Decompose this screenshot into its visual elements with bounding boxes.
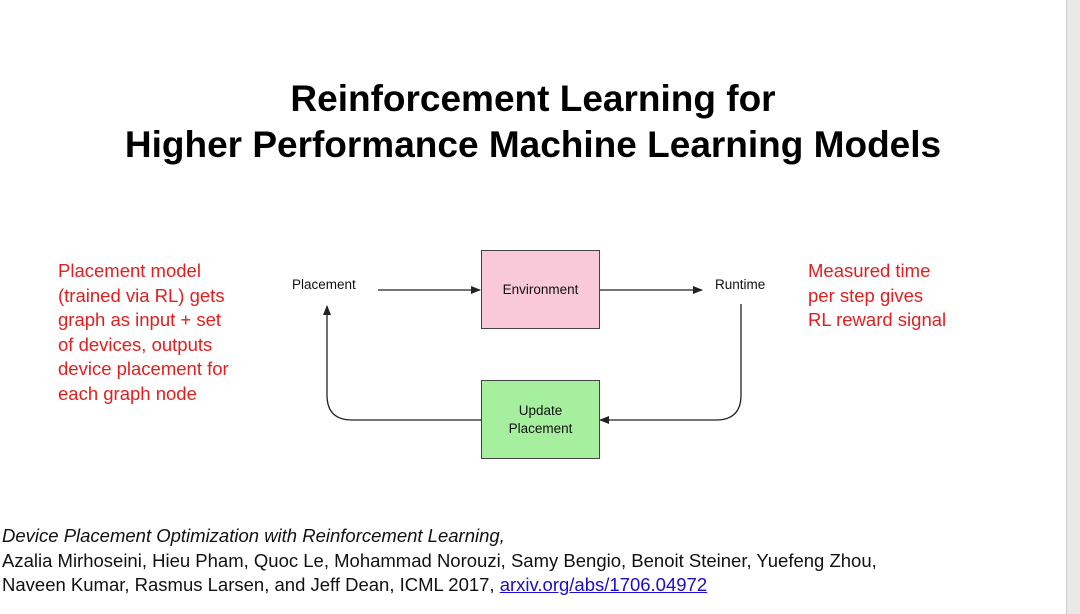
update-to-placement-arrow xyxy=(323,305,481,421)
runtime-label: Runtime xyxy=(715,277,766,292)
title-line-2: Higher Performance Machine Learning Mode… xyxy=(124,124,942,165)
environment-label: Environment xyxy=(502,281,579,297)
window-edge xyxy=(1066,0,1080,614)
runtime-to-update-arrow xyxy=(599,304,742,424)
title-line-1: Reinforcement Learning for xyxy=(290,78,776,119)
note-line: per step gives xyxy=(808,284,924,306)
update-placement-box: Update Placement xyxy=(481,380,600,459)
note-line: graph as input + set xyxy=(58,309,222,331)
note-line: Placement model xyxy=(58,260,201,281)
authors-line-2: Naveen Kumar, Rasmus Larsen, and Jeff De… xyxy=(2,573,877,598)
slide-title: Reinforcement Learning for Higher Perfor… xyxy=(0,76,1066,168)
paper-title: Device Placement Optimization with Reinf… xyxy=(2,525,505,546)
citation: Device Placement Optimization with Reinf… xyxy=(2,524,877,598)
authors-line-1: Azalia Mirhoseini, Hieu Pham, Quoc Le, M… xyxy=(2,549,877,571)
arxiv-link[interactable]: arxiv.org/abs/1706.04972 xyxy=(499,574,708,595)
placement-model-note: Placement model (trained via RL) gets gr… xyxy=(58,259,288,407)
note-line: RL reward signal xyxy=(808,309,947,331)
note-line: Measured time xyxy=(808,260,931,281)
reward-signal-note: Measured time per step gives RL reward s… xyxy=(808,259,1008,333)
note-line: each graph node xyxy=(58,382,197,404)
update-label-line-2: Placement xyxy=(508,420,573,436)
note-line: (trained via RL) gets xyxy=(58,284,225,306)
note-line: device placement for xyxy=(58,358,229,380)
authors-line-2-text: Naveen Kumar, Rasmus Larsen, and Jeff De… xyxy=(2,574,500,595)
environment-box: Environment xyxy=(481,250,600,329)
note-line: of devices, outputs xyxy=(58,333,213,355)
update-label-line-1: Update xyxy=(518,402,563,418)
placement-label: Placement xyxy=(292,277,356,292)
